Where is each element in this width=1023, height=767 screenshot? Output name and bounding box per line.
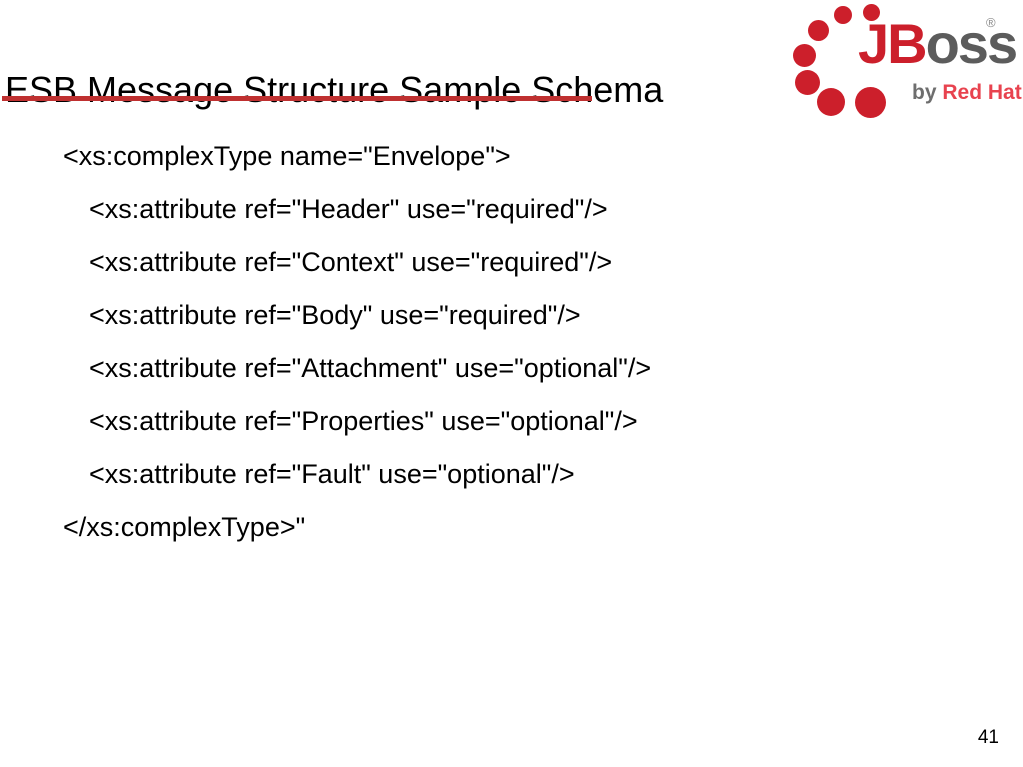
logo-wordmark-oss: oss [925, 12, 1018, 75]
logo-dot-3 [808, 20, 829, 41]
logo-byline-prefix: by [912, 81, 937, 104]
logo-wordmark-jb: JB [858, 12, 928, 75]
registered-trademark-icon: ® [986, 15, 996, 30]
logo-dot-1 [863, 4, 880, 21]
logo-wordmark: JBoss [858, 16, 1018, 72]
code-line: <xs:attribute ref="Header" use="required… [89, 194, 608, 224]
code-line: </xs:complexType>" [63, 512, 306, 542]
code-line: <xs:attribute ref="Properties" use="opti… [89, 406, 638, 436]
code-line: <xs:attribute ref="Attachment" use="opti… [89, 353, 652, 383]
logo-byline: by Red Hat [912, 82, 1022, 103]
code-block: <xs:complexType name="Envelope"> <xs:attr… [0, 130, 900, 554]
logo-dot-6 [817, 88, 845, 116]
page-number: 41 [977, 727, 999, 748]
logo-byline-brand: Red Hat [942, 81, 1022, 104]
logo-dots-arc [790, 2, 920, 120]
code-line: <xs:attribute ref="Fault" use="optional"… [89, 459, 575, 489]
code-line: <xs:attribute ref="Body" use="required"/… [89, 300, 581, 330]
code-line: <xs:complexType name="Envelope"> [63, 141, 511, 171]
jboss-logo: JBoss ® by Red Hat [790, 2, 1022, 120]
logo-dot-4 [793, 44, 816, 67]
code-line: <xs:attribute ref="Context" use="require… [89, 247, 613, 277]
logo-dot-5 [795, 70, 820, 95]
page-title: ESB Message Structure Sample Schema [5, 69, 664, 111]
logo-dot-2 [834, 6, 852, 24]
logo-dot-7 [855, 87, 886, 118]
title-underline-rule [2, 96, 592, 101]
